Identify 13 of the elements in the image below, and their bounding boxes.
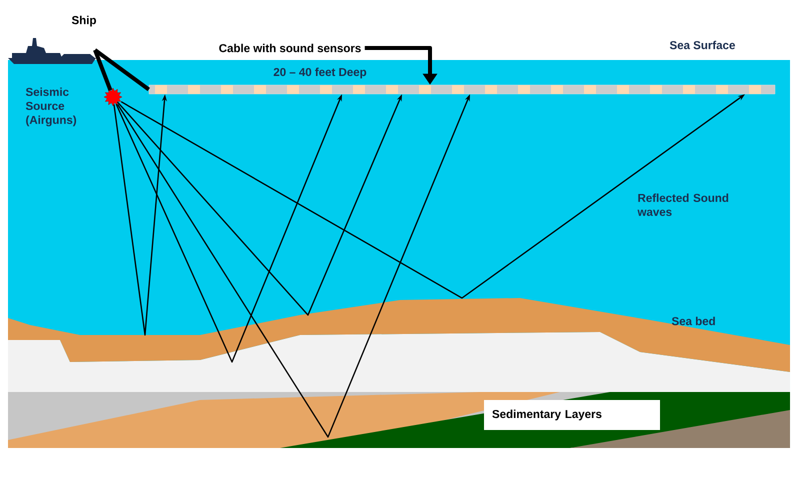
sensor-cable [148,84,776,94]
tow-line [93,49,112,91]
cable-label: Cable with sound sensors [219,44,361,52]
tow-line [94,48,150,92]
source-burst [104,88,122,106]
text-label: Sea Surface [670,40,735,50]
ship-drawing [8,38,96,64]
node-caption: Seismic Source (Airguns) [26,88,76,126]
text-label: Reflected Sound waves [638,194,728,216]
text-label: Sea bed [672,316,715,326]
node-caption: Ship [72,16,96,26]
node-caption: 20 – 40 feet Deep [274,68,366,78]
label-box: Sedimentary Layers [484,400,660,430]
